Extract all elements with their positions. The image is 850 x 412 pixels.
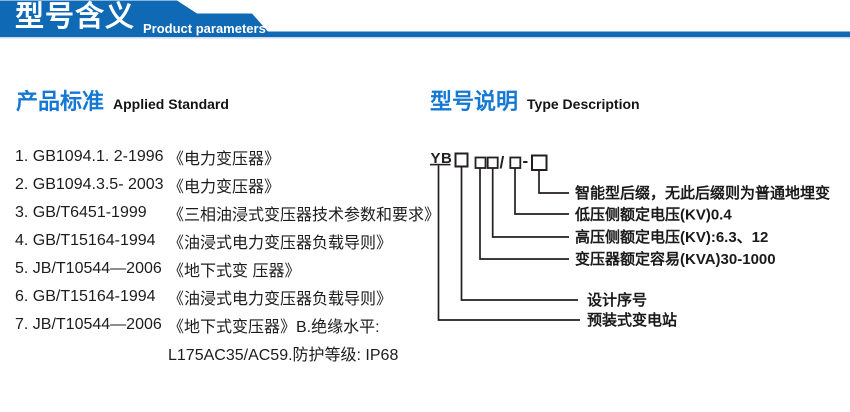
standard-title: 《地下式变压器》B.绝缘水平:	[168, 319, 380, 336]
model-prefix: YB	[431, 150, 453, 167]
box-rated-capacity	[474, 156, 487, 169]
label-rated-capacity: 变压器额定容易(KVA)30-1000	[575, 250, 776, 268]
standard-title: 《电力变压器》	[168, 151, 281, 168]
box-smart-suffix	[531, 154, 548, 171]
standard-item: 1. GB1094.1. 2-1996 《电力变压器》	[15, 143, 440, 171]
connector-design-serial	[460, 166, 578, 301]
connector-lv-voltage	[514, 168, 569, 215]
standard-title: 《电力变压器》	[168, 179, 281, 196]
label-prefab-substation: 预装式变电站	[587, 311, 677, 329]
standard-code: 1. GB1094.1. 2-1996	[15, 148, 164, 165]
slash-separator: /	[500, 153, 505, 172]
label-smart-suffix: 智能型后缀，无此后缀则为普通地埋变	[575, 184, 830, 202]
connector-hv-voltage	[491, 168, 569, 238]
standard-title: 《三相油浸式变压器技术参数和要求》	[168, 207, 441, 224]
applied-standard-header: 产品标准 Applied Standard	[16, 84, 229, 116]
standard-item: 7. JB/T10544—2006 《地下式变压器》B.绝缘水平:	[15, 311, 440, 339]
applied-standard-title-cn: 产品标准	[16, 89, 105, 114]
standard-item: 3. GB/T6451-1999 《三相油浸式变压器技术参数和要求》	[15, 199, 440, 227]
standard-title: 《油浸式电力变压器负载导则》	[168, 235, 393, 252]
standards-list: 1. GB1094.1. 2-1996 《电力变压器》 2. GB1094.3.…	[15, 143, 440, 367]
standard-code: 7. JB/T10544—2006	[15, 316, 162, 333]
connector-rated-capacity	[479, 168, 569, 260]
standard-code: 3. GB/T6451-1999	[15, 204, 147, 221]
connector-smart-suffix	[538, 170, 569, 194]
standard-code: 4. GB/T15164-1994	[15, 232, 156, 249]
standard-code: 6. GB/T15164-1994	[15, 288, 156, 305]
standard-title: L175AC35/AC59.防护等级: IP68	[168, 347, 399, 364]
label-hv-voltage: 高压侧额定电压(KV):6.3、12	[575, 228, 768, 246]
standard-item: 4. GB/T15164-1994 《油浸式电力变压器负载导则》	[15, 227, 440, 255]
banner-title-en: Product parameters	[143, 21, 266, 36]
standard-item: 6. GB/T15164-1994 《油浸式电力变压器负载导则》	[15, 283, 440, 311]
type-description-title-en: Type Description	[527, 96, 640, 112]
standard-code: 5. JB/T10544—2006	[15, 260, 162, 277]
standard-item: 5. JB/T10544—2006 《地下式变 压器》	[15, 255, 440, 283]
standard-title: 《油浸式电力变压器负载导则》	[168, 291, 393, 308]
model-designation-diagram: YB / - 智能型后缀，无此后缀则为普通地埋变 低压侧额定电压(KV)0.4 …	[430, 150, 830, 329]
standard-item: 2. GB1094.3.5- 2003 《电力变压器》	[15, 171, 440, 199]
banner-ribbon-shape	[0, 0, 850, 39]
applied-standard-title-en: Applied Standard	[113, 96, 229, 112]
box-hv-voltage	[486, 156, 499, 169]
model-prefix-underline	[430, 163, 451, 166]
label-design-serial: 设计序号	[587, 291, 647, 309]
standard-item-continuation: L175AC35/AC59.防护等级: IP68	[15, 339, 440, 367]
label-lv-voltage: 低压侧额定电压(KV)0.4	[574, 206, 732, 224]
type-description-title-cn: 型号说明	[430, 89, 519, 114]
box-design-serial	[454, 152, 469, 168]
dash-separator: -	[523, 152, 529, 171]
banner-title-cn: 型号含义	[15, 1, 136, 33]
type-description-header: 型号说明 Type Description	[430, 84, 640, 116]
box-lv-voltage	[509, 156, 522, 169]
standard-title: 《地下式变 压器》	[168, 263, 301, 280]
standard-code: 2. GB1094.3.5- 2003	[15, 176, 164, 193]
connector-prefix	[437, 165, 580, 321]
